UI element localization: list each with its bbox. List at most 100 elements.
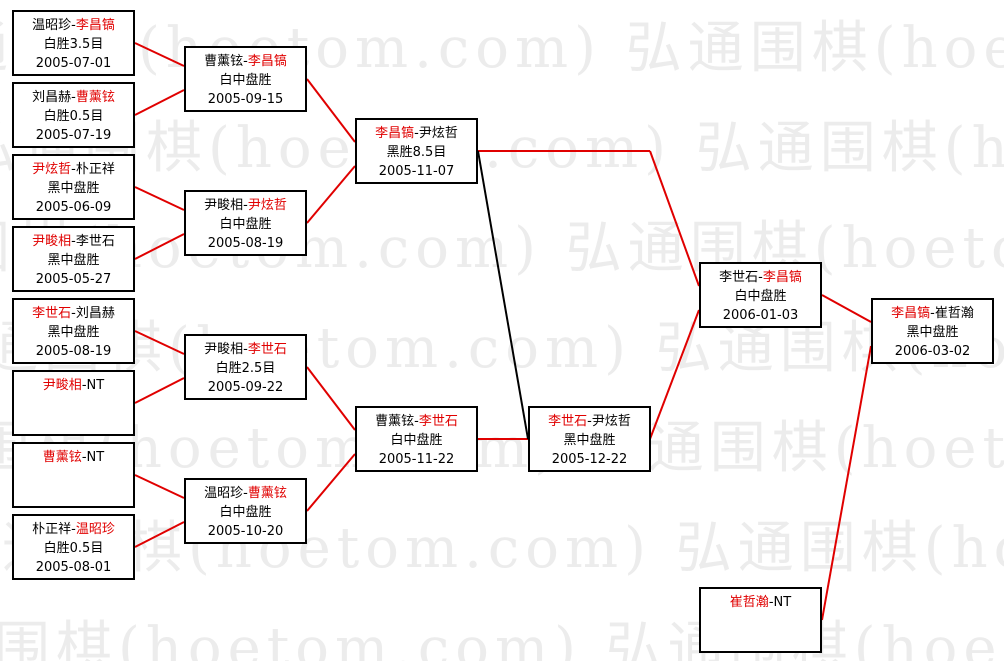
- match-result: 白中盘胜: [219, 217, 272, 232]
- player-separator: -: [81, 450, 87, 465]
- match-result: 白中盘胜: [219, 505, 272, 520]
- player-separator: -: [768, 595, 774, 610]
- match-result: 白胜0.5目: [43, 541, 104, 556]
- connector-line: [306, 366, 356, 431]
- player-separator: -: [243, 486, 248, 501]
- watermark-text: 弘通围棋(hoetom.com) 弘通围棋(hoetom.com) 弘通围棋(h…: [0, 416, 1004, 481]
- player-separator: -: [243, 54, 248, 69]
- match-date: 2005-09-22: [207, 380, 284, 395]
- match-box-r2-3: 尹畯相-李世石白胜2.5目 2005-09-22: [184, 334, 307, 400]
- match-date: 2005-08-01: [35, 560, 112, 575]
- player-2: 曹薰铉: [247, 486, 287, 501]
- player-separator: -: [71, 162, 76, 177]
- connector-line: [134, 474, 185, 499]
- connector-line: [306, 453, 356, 512]
- watermark-text: 弘通围棋(hoetom.com) 弘通围棋(hoetom.com) 弘通围棋(h…: [0, 116, 1004, 181]
- watermark-text: 弘通围棋(hoetom.com) 弘通围棋(hoetom.com) 弘通围棋(h…: [0, 216, 1004, 281]
- player-separator: -: [81, 378, 87, 393]
- player-2: 李昌镐: [762, 270, 802, 285]
- player-2: 刘昌赫: [75, 306, 115, 321]
- player-separator: -: [71, 522, 76, 537]
- connector-line: [134, 186, 185, 211]
- match-result: 黑中盘胜: [47, 253, 100, 268]
- match-result: 黑中盘胜: [47, 325, 100, 340]
- player-1: 崔哲瀚: [729, 595, 769, 610]
- player-1: 尹畯相: [204, 342, 244, 357]
- match-date: 2005-07-19: [35, 128, 112, 143]
- match-date: 2005-08-19: [35, 344, 112, 359]
- watermark-text: 弘通围棋(hoetom.com) 弘通围棋(hoetom.com) 弘通围棋(h…: [0, 316, 1004, 381]
- connector-line: [134, 330, 185, 355]
- match-result: 黑中盘胜: [47, 181, 100, 196]
- connector-line: [134, 233, 185, 260]
- connector-line: [821, 294, 872, 323]
- player-2: 温昭珍: [75, 522, 115, 537]
- connector-line: [306, 78, 356, 143]
- watermark-text: 弘通围棋(hoetom.com) 弘通围棋(hoetom.com) 弘通围棋(h…: [0, 516, 1004, 581]
- match-players: 温昭珍-李昌镐: [14, 16, 133, 35]
- match-players: 李世石-尹炫哲: [530, 412, 649, 431]
- player-1: 曹薰铉: [204, 54, 244, 69]
- match-date: 2005-11-07: [378, 164, 455, 179]
- match-date: 2005-05-27: [35, 272, 112, 287]
- player-separator: -: [71, 234, 76, 249]
- match-players: 温昭珍-曹薰铉: [186, 484, 305, 503]
- player-1: 尹畯相: [32, 234, 72, 249]
- watermark-text: 弘通围棋(hoetom.com) 弘通围棋(hoetom.com) 弘通围棋(h…: [0, 16, 1004, 81]
- watermark-text: 弘通围棋(hoetom.com) 弘通围棋(hoetom.com) 弘通围棋(h…: [0, 616, 1004, 661]
- player-2: 尹炫哲: [418, 126, 458, 141]
- match-result: 白中盘胜: [734, 289, 787, 304]
- match-result: 白胜2.5目: [215, 361, 276, 376]
- match-players: 李世石-刘昌赫: [14, 304, 133, 323]
- match-date: 2005-09-15: [207, 92, 284, 107]
- match-players: 尹炫哲-朴正祥: [14, 160, 133, 179]
- connector-line: [306, 165, 356, 224]
- player-1: 温昭珍: [204, 486, 244, 501]
- player-2: 尹炫哲: [591, 414, 631, 429]
- player-1: 尹畯相: [204, 198, 244, 213]
- match-result: 白胜0.5目: [43, 109, 104, 124]
- match-box-r5-1: 李世石-李昌镐白中盘胜 2006-01-03: [699, 262, 822, 328]
- match-players: 尹畯相-李世石: [14, 232, 133, 251]
- match-box-r1-5: 李世石-刘昌赫黑中盘胜 2005-08-19: [12, 298, 135, 364]
- player-separator: -: [71, 306, 76, 321]
- player-separator: -: [71, 90, 76, 105]
- player-separator: -: [930, 306, 935, 321]
- match-box-r2-2: 尹畯相-尹炫哲白中盘胜 2005-08-19: [184, 190, 307, 256]
- match-players: 尹畯相-李世石: [186, 340, 305, 359]
- player-2: 李世石: [75, 234, 115, 249]
- player-separator: -: [71, 18, 76, 33]
- match-result: 黑胜8.5目: [386, 145, 447, 160]
- connector-line: [821, 345, 872, 621]
- match-date: 2005-08-19: [207, 236, 284, 251]
- player-1: 李昌镐: [891, 306, 931, 321]
- player-separator: -: [758, 270, 763, 285]
- player-2: 李世石: [247, 342, 287, 357]
- match-box-r5-2: 崔哲瀚-NT: [699, 587, 822, 653]
- match-date: 2006-01-03: [722, 308, 799, 323]
- match-date: 2005-12-22: [551, 452, 628, 467]
- match-players: 李昌镐-尹炫哲: [357, 124, 476, 143]
- player-2: 尹炫哲: [247, 198, 287, 213]
- match-players: 尹畯相-尹炫哲: [186, 196, 305, 215]
- connector-line: [134, 521, 185, 548]
- player-1: 尹畯相: [42, 378, 82, 393]
- player-separator: -: [243, 198, 248, 213]
- player-2: 李昌镐: [75, 18, 115, 33]
- match-players: 李世石-李昌镐: [701, 268, 820, 287]
- match-date: 2005-07-01: [35, 56, 112, 71]
- match-box-r1-8: 朴正祥-温昭珍白胜0.5目 2005-08-01: [12, 514, 135, 580]
- match-players: 崔哲瀚-NT: [701, 593, 820, 612]
- player-1: 李世石: [719, 270, 759, 285]
- player-2: 曹薰铉: [75, 90, 115, 105]
- player-2: 李世石: [418, 414, 458, 429]
- match-players: 朴正祥-温昭珍: [14, 520, 133, 539]
- match-date: 2006-03-02: [894, 344, 971, 359]
- match-players: 尹畯相-NT: [14, 376, 133, 395]
- player-1: 李世石: [32, 306, 72, 321]
